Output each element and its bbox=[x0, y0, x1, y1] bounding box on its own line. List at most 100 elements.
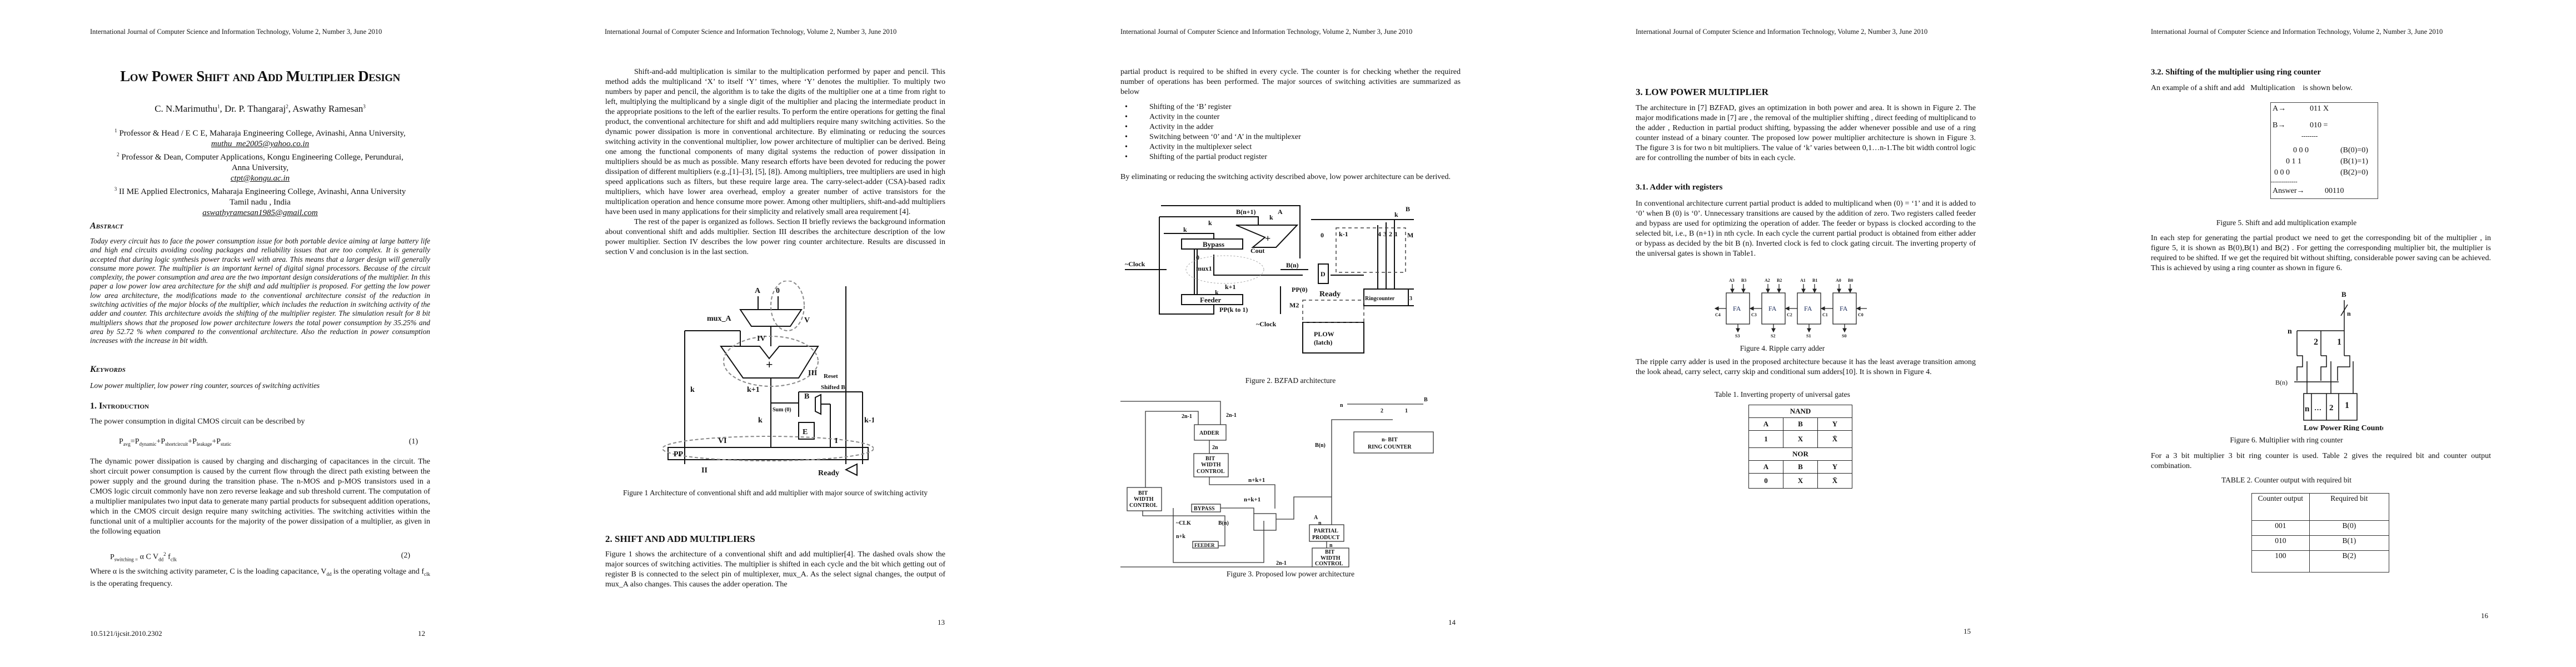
fig4-sum: S0 bbox=[1842, 334, 1846, 339]
author-name: C. N.Marimuthu bbox=[155, 103, 218, 114]
fig5-text: Answer→ bbox=[2273, 187, 2305, 195]
fig4-input: B3 bbox=[1741, 278, 1746, 283]
email-link[interactable]: ctpt@kongu.ac.in bbox=[230, 174, 290, 183]
email-link[interactable]: aswathyramesan1985@gmail.com bbox=[202, 208, 318, 217]
figure-3-caption: Figure 3. Proposed low power architectur… bbox=[1226, 570, 1355, 578]
list-item-text: Switching between ‘0’ and ‘A’ in the mul… bbox=[1149, 133, 1301, 141]
eq-sub: dd bbox=[158, 556, 164, 563]
fig3-label: n+k+1 bbox=[1248, 477, 1265, 484]
paragraph: For a 3 bit multiplier 3 bit ring counte… bbox=[2151, 452, 2491, 470]
fig2-label: mux1 bbox=[1196, 265, 1212, 272]
fig2-label: k bbox=[1394, 211, 1398, 218]
fa-block-label: FA bbox=[1733, 305, 1741, 312]
fig5-text: 0 0 0 bbox=[2274, 168, 2290, 177]
table-cell: B(0) bbox=[2309, 520, 2390, 536]
equation-1: Pavg=Pdynamic+Pshortcircuit+Pleakage+Pst… bbox=[90, 437, 430, 447]
table-cell: B(1) bbox=[2309, 535, 2390, 551]
fig2-label: 3 bbox=[1383, 230, 1387, 238]
subsection-3-2-heading: 3.2. Shifting of the multiplier using ri… bbox=[2151, 68, 2321, 77]
fig6-subtitle: Low Power Ring Counter bbox=[2304, 424, 2383, 431]
eq-term: +P bbox=[188, 437, 197, 446]
figure-4-caption: Figure 4. Ripple carry adder bbox=[1740, 344, 1825, 352]
abstract-text: Today every circuit has to face the powe… bbox=[90, 237, 430, 345]
page-16: International Journal of Computer Scienc… bbox=[2061, 0, 2576, 667]
fig1-label: mux_A bbox=[707, 315, 731, 323]
fig5-text: 010 = bbox=[2310, 121, 2328, 130]
journal-header: International Journal of Computer Scienc… bbox=[2151, 28, 2443, 36]
fig5-text: A→ bbox=[2273, 104, 2286, 113]
table-cell: NAND bbox=[1748, 405, 1852, 418]
eq-sub: shortcircuit bbox=[165, 441, 188, 447]
fig4-carry: C3 bbox=[1751, 312, 1757, 317]
bullet-icon: • bbox=[1125, 153, 1128, 161]
fig5-text: (B(2)=0) bbox=[2340, 168, 2368, 177]
fig4-input: A1 bbox=[1800, 278, 1806, 283]
fig3-label: WIDTH bbox=[1201, 462, 1221, 468]
fig2-label: 4 bbox=[1378, 230, 1381, 238]
fig4-input: A3 bbox=[1729, 278, 1735, 283]
affiliation-1: 1 Professor & Head / E C E, Maharaja Eng… bbox=[90, 126, 430, 139]
fig3-label: 1 bbox=[1405, 408, 1408, 414]
journal-header: International Journal of Computer Scienc… bbox=[1120, 28, 1413, 36]
aff-line: Professor & Dean, Computer Applications,… bbox=[121, 153, 403, 162]
author-sup: 2 bbox=[286, 103, 288, 109]
table-cell: X bbox=[1782, 430, 1818, 448]
fig2-label: Ready bbox=[1319, 290, 1341, 298]
fig5-text: B→ bbox=[2273, 121, 2286, 130]
fig5-text: 0 0 0 bbox=[2293, 146, 2309, 155]
table-cell: X bbox=[1782, 473, 1818, 489]
paragraph: The architecture in [7] BZFAD, gives an … bbox=[1636, 104, 1976, 162]
fig3-label: CONTROL bbox=[1315, 561, 1343, 567]
fig2-label: PLOW bbox=[1314, 330, 1334, 338]
fig2-label: ~Clock bbox=[1125, 260, 1145, 268]
table-cell: 1 bbox=[1748, 430, 1783, 448]
eq-sub: static bbox=[221, 441, 232, 447]
figure-6-diagram: B n n 2 1 B(n) n … 2 1 Low Power Ring Co… bbox=[2275, 290, 2383, 431]
paragraph: partial product is required to be shifte… bbox=[1120, 68, 1461, 96]
fig5-text: (B(0)=0) bbox=[2340, 146, 2368, 155]
fig1-label: k-1 bbox=[864, 416, 874, 425]
aff-sup: 1 bbox=[114, 128, 117, 133]
paragraph: By eliminating or reducing the switching… bbox=[1120, 173, 1451, 181]
fig1-label: I bbox=[835, 437, 838, 445]
fig2-label: 2 bbox=[1389, 230, 1392, 238]
fig2-label: Bypass bbox=[1203, 240, 1224, 248]
page-number: 14 bbox=[1448, 618, 1456, 626]
fig4-carry: C4 bbox=[1715, 312, 1721, 317]
fig3-label: WIDTH bbox=[1134, 496, 1154, 502]
fig3-label: B bbox=[1424, 397, 1428, 403]
fig1-label: E bbox=[803, 428, 808, 436]
bullet-icon: • bbox=[1125, 113, 1128, 121]
page-number: 15 bbox=[1964, 627, 1971, 635]
fig1-label: PP bbox=[674, 450, 684, 459]
fig5-text: (B(1)=1) bbox=[2340, 157, 2368, 166]
table-cell: B bbox=[1782, 460, 1818, 474]
keywords-heading: Keywords bbox=[90, 365, 126, 374]
eq-term: +P bbox=[156, 437, 166, 446]
section-3-heading: 3. LOW POWER MULTIPLIER bbox=[1636, 87, 1768, 97]
eq-sub: clk bbox=[170, 556, 177, 563]
intro-heading: 1. Introduction bbox=[90, 401, 149, 411]
fig4-input: A2 bbox=[1765, 278, 1770, 283]
fig3-label: PARTIAL bbox=[1314, 528, 1338, 534]
paragraph: The ripple carry adder is used in the pr… bbox=[1636, 358, 1976, 376]
aff-sup: 2 bbox=[117, 152, 119, 157]
table-cell: B bbox=[1782, 417, 1818, 431]
fig3-label: FEEDER bbox=[1194, 542, 1215, 548]
fig5-separator: ------------- bbox=[2271, 178, 2298, 185]
fig2-label: Ringcounter bbox=[1365, 296, 1395, 302]
fig4-carry: C2 bbox=[1787, 312, 1792, 317]
eq-sub: dd bbox=[326, 571, 332, 577]
page-12: International Journal of Computer Scienc… bbox=[0, 0, 515, 667]
fig4-sum: S3 bbox=[1735, 334, 1740, 339]
fig6-label: … bbox=[2314, 404, 2321, 412]
fig3-label: 2 bbox=[1381, 408, 1383, 414]
list-item: •Activity in the counter bbox=[1120, 112, 1461, 122]
fig1-label: k+1 bbox=[747, 386, 760, 394]
fig3-label: RING COUNTER bbox=[1368, 444, 1412, 450]
paragraph: Shift-and-add multiplication is similar … bbox=[605, 68, 945, 216]
fig2-label: 3 bbox=[1409, 296, 1412, 302]
email-link[interactable]: muthu_me2005@yahoo.co.in bbox=[211, 140, 310, 148]
fig3-label: n bbox=[1329, 542, 1333, 549]
switching-sources-list: •Shifting of the ‘B’ register •Activity … bbox=[1120, 102, 1461, 162]
